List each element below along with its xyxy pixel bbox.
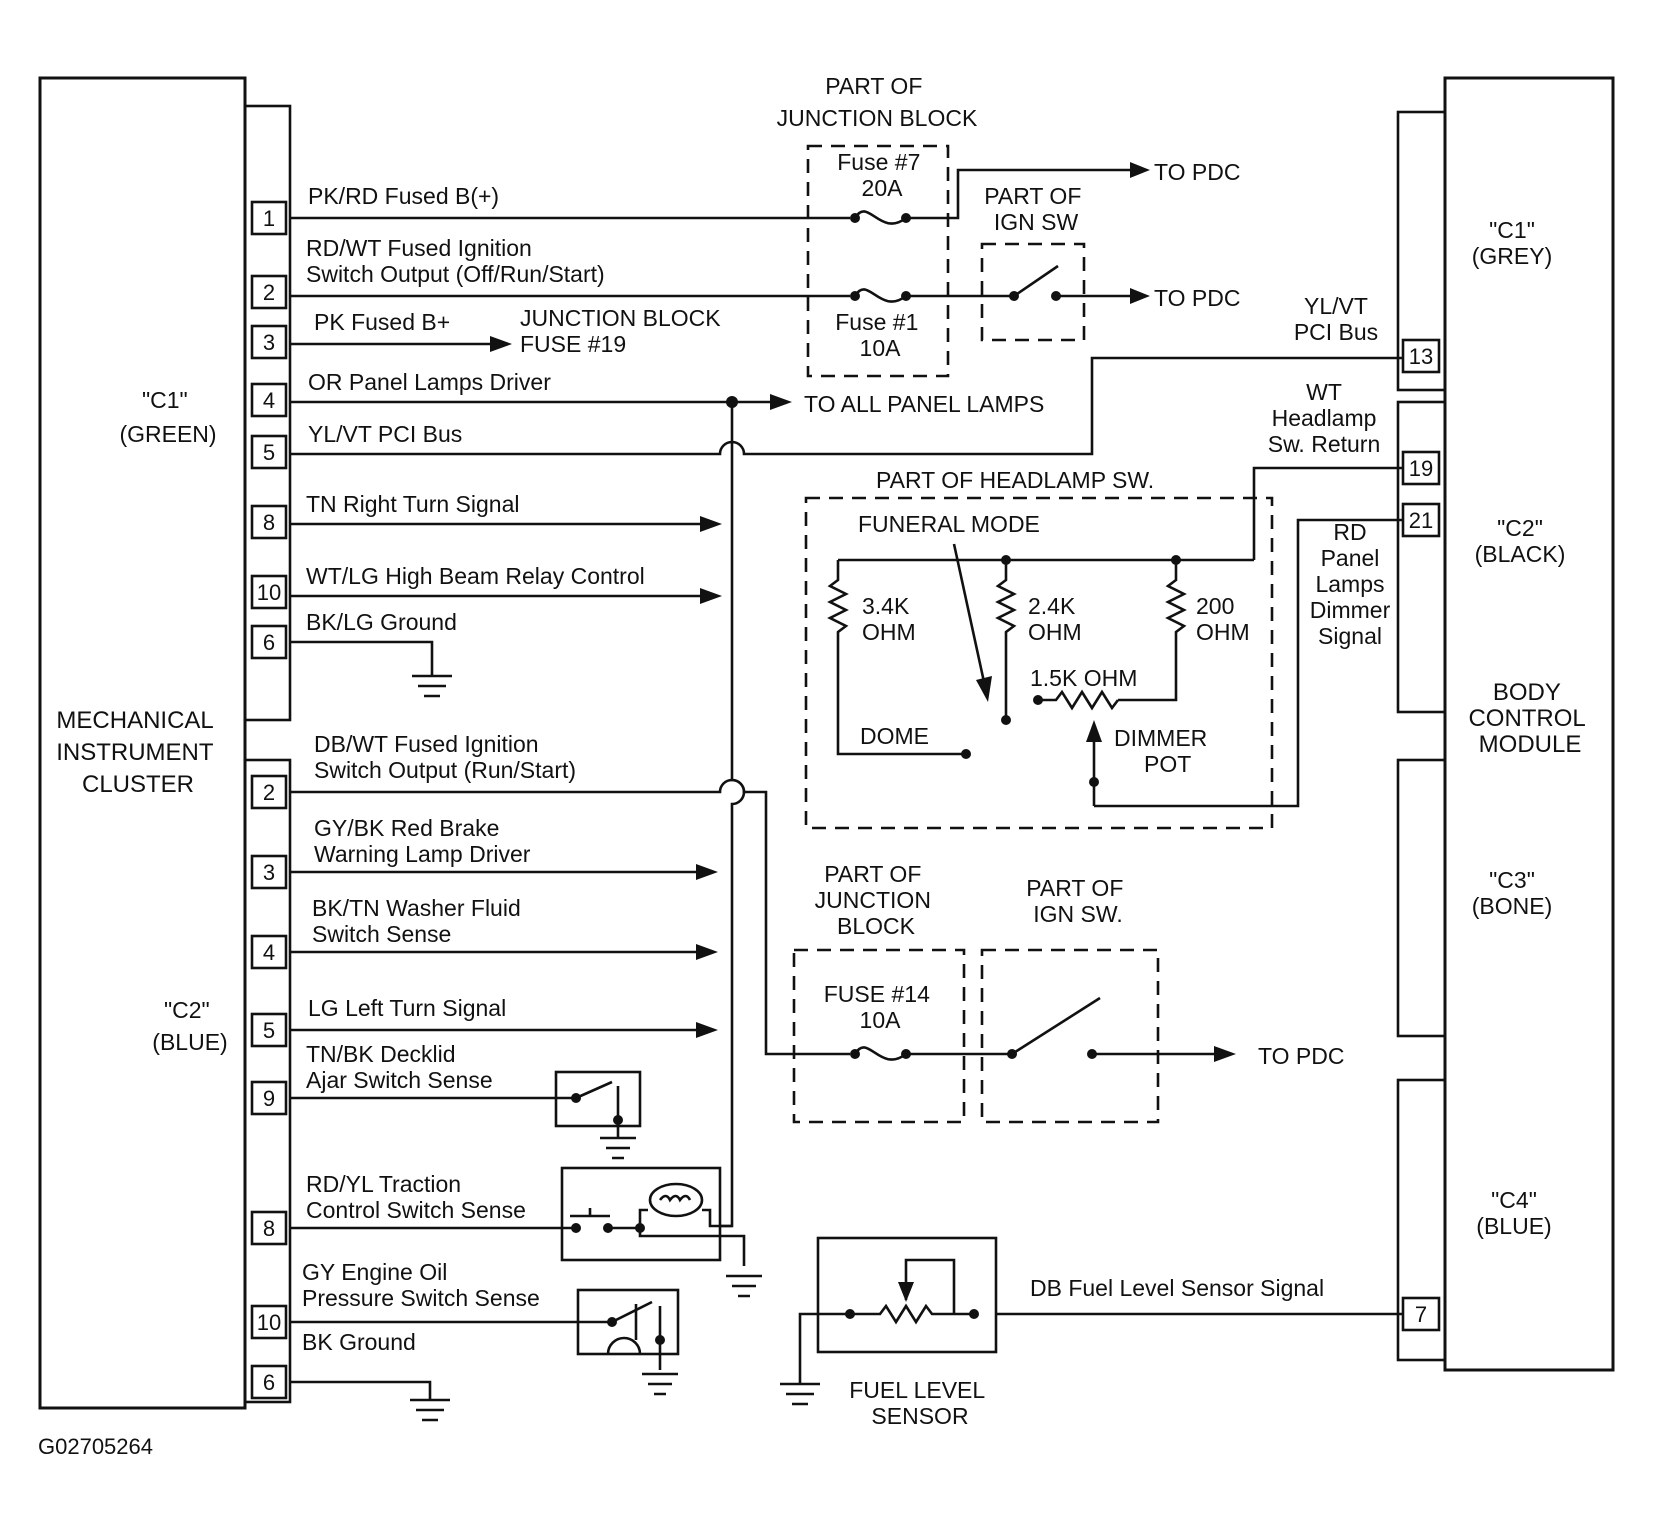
pin-number: 19 — [1409, 456, 1433, 481]
pin-number: 10 — [257, 580, 281, 605]
wire-label: PK Fused B+ — [314, 309, 450, 335]
pin-number: 2 — [263, 780, 275, 805]
pin-number: 3 — [263, 330, 275, 355]
pin-number: 5 — [263, 440, 275, 465]
figure-id: G02705264 — [38, 1434, 153, 1459]
decklid-ajar-switch — [554, 1070, 642, 1160]
wire-label: DB Fuel Level Sensor Signal — [1030, 1275, 1324, 1301]
pin-number: 4 — [263, 940, 275, 965]
fuel-level-sensor-label: FUEL LEVEL SENSOR — [849, 1377, 990, 1429]
oil-pressure-switch — [576, 1288, 680, 1396]
pin-number: 5 — [263, 1018, 275, 1043]
pin-number: 10 — [257, 1310, 281, 1335]
cluster-c2-label: "C2" (BLUE) — [152, 997, 227, 1055]
pin-number: 4 — [263, 388, 275, 413]
pin-number: 8 — [263, 1216, 275, 1241]
cluster-c2-connector — [243, 758, 292, 1404]
wire-label: BK Ground — [302, 1329, 416, 1355]
pin-number: 6 — [263, 630, 275, 655]
pin-number: 7 — [1415, 1302, 1427, 1327]
r4-label: 1.5K OHM — [1030, 665, 1137, 691]
fuse7-label: Fuse #7 20A — [837, 149, 927, 201]
ign-sw-top-title: PART OF IGN SW — [984, 183, 1088, 235]
traction-control-switch — [560, 1166, 762, 1298]
pin-number: 8 — [263, 510, 275, 535]
bcm-c2-connector — [1396, 400, 1447, 714]
ign-sw-bottom-title: PART OF IGN SW. — [1026, 875, 1130, 927]
wire-label: YL/VT PCI Bus — [308, 421, 462, 447]
ign-switch-bottom: PART OF IGN SW. TO PDC — [980, 875, 1344, 1124]
to-pdc-label: TO PDC — [1154, 159, 1240, 185]
cluster-c1-connector — [243, 104, 292, 722]
instrument-cluster: MECHANICAL INSTRUMENT CLUSTER "C1" (GREE… — [38, 76, 292, 1410]
to-all-panel-lamps-label: TO ALL PANEL LAMPS — [804, 391, 1044, 417]
fuel-level-sensor: FUEL LEVEL SENSOR — [780, 1236, 998, 1429]
wires — [290, 162, 1403, 1400]
to-pdc-label: TO PDC — [1154, 285, 1240, 311]
ground-symbols — [410, 674, 452, 1422]
fuse-symbol — [850, 210, 911, 225]
pin-number: 1 — [263, 206, 275, 231]
fuse-symbol — [850, 288, 911, 303]
bcm-c4-label: "C4"(BLUE) — [1476, 1187, 1551, 1239]
cluster-c1-label: "C1" (GREEN) — [119, 387, 216, 447]
fuse-symbol — [850, 1046, 911, 1061]
bcm-title: BODY CONTROL MODULE — [1468, 679, 1591, 758]
fuse19-label: JUNCTION BLOCK FUSE #19 — [520, 305, 727, 357]
pin-number: 21 — [1409, 508, 1433, 533]
fuse14-label: FUSE #14 10A — [824, 981, 937, 1033]
wire-label: OR Panel Lamps Driver — [308, 369, 551, 395]
ign-switch-top: PART OF IGN SW — [980, 183, 1088, 342]
pin-number: 3 — [263, 860, 275, 885]
wire-label: TN Right Turn Signal — [306, 491, 519, 517]
dome-label: DOME — [860, 723, 929, 749]
cluster-c2-pins: 2 3 4 5 9 8 10 6 — [250, 774, 288, 1400]
headlamp-sw-title: PART OF HEADLAMP SW. — [876, 467, 1154, 493]
wire-label: LG Left Turn Signal — [308, 995, 506, 1021]
funeral-mode-label: FUNERAL MODE — [858, 511, 1040, 537]
cluster-c1-pins: 1 2 3 4 5 8 10 6 — [250, 200, 288, 660]
fuse1-label: Fuse #1 10A — [835, 309, 925, 361]
junction-block-bottom: PART OF JUNCTION BLOCK FUSE #14 10A — [792, 861, 966, 1124]
pin-number: 9 — [263, 1086, 275, 1111]
bcm-c1-label: "C1"(GREY) — [1472, 217, 1553, 269]
bcm-c2-label: "C2"(BLACK) — [1475, 515, 1566, 567]
bcm-c3-connector — [1396, 758, 1447, 1038]
pin-number: 13 — [1409, 344, 1433, 369]
wire-label: BK/LG Ground — [306, 609, 457, 635]
splice-dot — [726, 396, 738, 408]
body-control-module: BODY CONTROL MODULE "C1"(GREY) "C2"(BLAC… — [1030, 76, 1615, 1372]
bcm-c1-connector — [1396, 110, 1447, 392]
bcm-c3-label: "C3"(BONE) — [1472, 867, 1553, 919]
wire-label: WT/LG High Beam Relay Control — [306, 563, 645, 589]
to-pdc-label: TO PDC — [1258, 1043, 1344, 1069]
junction-block-bottom-title: PART OF JUNCTION BLOCK — [815, 861, 938, 939]
junction-block-top: PART OF JUNCTION BLOCK Fuse #7 20A Fuse … — [520, 73, 1240, 417]
pin-number: 2 — [263, 280, 275, 305]
cluster-title: MECHANICAL INSTRUMENT CLUSTER — [56, 707, 220, 798]
pin-number: 6 — [263, 1370, 275, 1395]
wire-label: PK/RD Fused B(+) — [308, 183, 499, 209]
bcm-c4-connector — [1396, 1078, 1447, 1362]
junction-block-top-title: PART OF JUNCTION BLOCK — [777, 73, 978, 131]
